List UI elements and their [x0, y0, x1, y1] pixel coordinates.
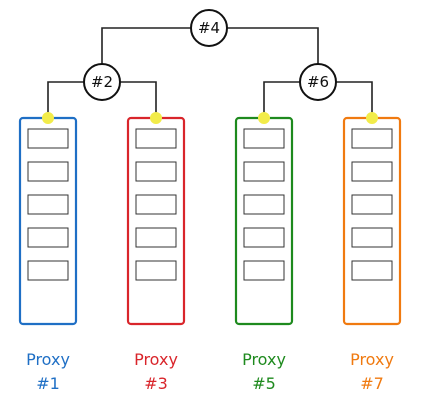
proxy-slot [243, 227, 285, 248]
connector-right-proxy7 [336, 81, 373, 118]
node-left: #2 [83, 63, 121, 101]
node-left-label: #2 [91, 73, 113, 91]
proxy-label-id: #5 [252, 374, 276, 393]
proxy-label-name: Proxy [26, 350, 70, 369]
node-root-label: #4 [198, 19, 220, 37]
connection-port [366, 112, 378, 124]
proxy-panel-2: Proxy #3 [126, 112, 186, 393]
proxy-slot [135, 194, 177, 215]
proxy-slot [135, 161, 177, 182]
node-root: #4 [190, 9, 228, 47]
proxy-slot [243, 194, 285, 215]
proxy-box [18, 116, 78, 326]
proxy-label-name: Proxy [350, 350, 394, 369]
node-right: #6 [299, 63, 337, 101]
proxy-slot [243, 128, 285, 149]
node-right-circle [299, 63, 337, 101]
proxy-slot [351, 260, 393, 281]
connector-root-left [101, 27, 191, 64]
connector-left-proxy1 [47, 81, 84, 118]
proxy-slot [243, 260, 285, 281]
node-right-label: #6 [307, 73, 329, 91]
proxy-group: Proxy #1 Proxy #3 Proxy #5 Proxy #7 [18, 112, 402, 393]
proxy-slot [351, 128, 393, 149]
connector-root-right [227, 27, 319, 64]
connection-port [42, 112, 54, 124]
connection-port [258, 112, 270, 124]
proxy-slot [135, 260, 177, 281]
proxy-label-id: #3 [144, 374, 168, 393]
proxy-label-id: #7 [360, 374, 384, 393]
proxy-box [234, 116, 294, 326]
proxy-slot [27, 260, 69, 281]
proxy-slot [27, 161, 69, 182]
proxy-slot [351, 227, 393, 248]
proxy-slot [27, 227, 69, 248]
proxy-slot [351, 161, 393, 182]
proxy-panel-3: Proxy #5 [234, 112, 294, 393]
connector-right-proxy5 [263, 81, 300, 118]
node-root-circle [190, 9, 228, 47]
proxy-label-id: #1 [36, 374, 60, 393]
node-left-circle [83, 63, 121, 101]
proxy-panel-4: Proxy #7 [342, 112, 402, 393]
proxy-slot [135, 227, 177, 248]
proxy-slot [27, 128, 69, 149]
proxy-panel-1: Proxy #1 [18, 112, 78, 393]
connector-left-proxy3 [120, 81, 157, 118]
proxy-slot [351, 194, 393, 215]
connectors [47, 27, 373, 118]
proxy-slot [27, 194, 69, 215]
proxy-slot [135, 128, 177, 149]
proxy-box [126, 116, 186, 326]
proxy-label-name: Proxy [134, 350, 178, 369]
connection-port [150, 112, 162, 124]
proxy-box [342, 116, 402, 326]
proxy-slot [243, 161, 285, 182]
proxy-label-name: Proxy [242, 350, 286, 369]
